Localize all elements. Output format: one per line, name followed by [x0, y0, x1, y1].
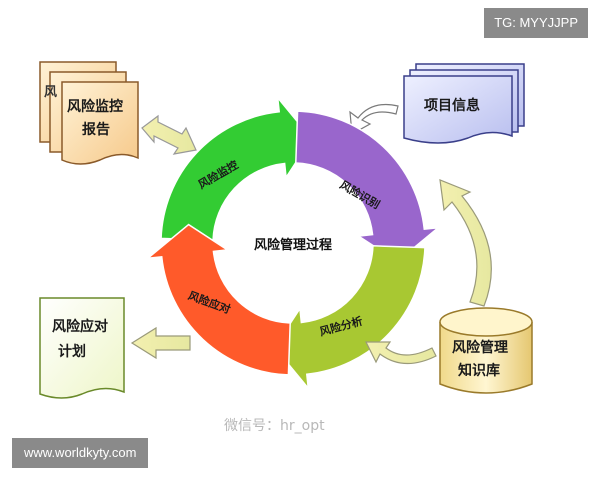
cycle-center-label: 风险管理过程 — [254, 237, 332, 253]
response-plan-document: 风险应对 计划 — [39, 297, 125, 399]
tg-watermark-badge: TG: MYYJJPP — [484, 8, 588, 38]
report-double-arrow — [141, 114, 197, 155]
response-plan-arrow — [130, 326, 191, 360]
report-label-line2: 报告 — [82, 121, 110, 138]
knowledge-base-cylinder: 风险管理 知识库 — [439, 307, 533, 394]
cycle-step-identify-arrow — [295, 110, 441, 263]
report-document-stack: 风 风险监控 报告 — [39, 61, 139, 165]
cycle-step-respond-arrow — [145, 223, 291, 376]
knowledge-base-line1: 风险管理 — [452, 339, 508, 356]
report-label-line1: 风险监控 — [67, 98, 123, 115]
report-back-glyph: 风 — [44, 85, 57, 100]
response-plan-line1: 风险应对 — [52, 318, 108, 335]
knowledge-base-arrow — [365, 341, 437, 365]
site-watermark-badge: www.worldkyty.com — [12, 438, 149, 468]
project-info-document-stack: 项目信息 — [403, 63, 525, 144]
project-info-label: 项目信息 — [424, 97, 480, 114]
knowledge-base-feed-arrow — [439, 179, 492, 307]
wechat-watermark: 微信号：hr_opt — [224, 418, 325, 434]
cycle-step-monitor-arrow — [160, 95, 313, 241]
knowledge-base-line2: 知识库 — [458, 362, 500, 379]
response-plan-line2: 计划 — [58, 343, 86, 360]
cycle-step-analyze-arrow — [273, 245, 426, 391]
